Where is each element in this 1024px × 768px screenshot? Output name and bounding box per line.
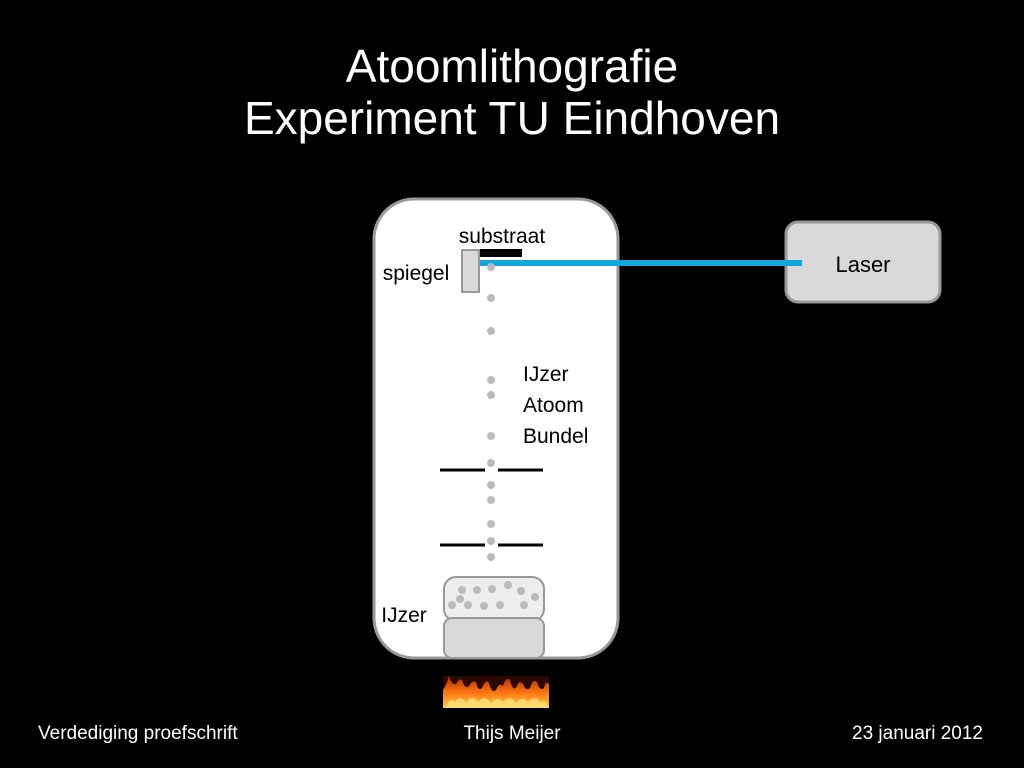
mirror	[461, 249, 480, 293]
atom-dot	[504, 581, 512, 589]
atom-dot	[487, 537, 495, 545]
spiegel-label: spiegel	[383, 262, 450, 285]
substrate	[480, 249, 522, 257]
atom-dot	[496, 601, 504, 609]
atom-dot	[487, 481, 495, 489]
laser-label: Laser	[835, 252, 890, 277]
footer-date: 23 januari 2012	[852, 723, 983, 744]
title-line-2: Experiment TU Eindhoven	[243, 92, 781, 144]
atom-dot	[487, 496, 495, 504]
atom-dot	[487, 459, 495, 467]
title-line-1: Atoomlithografie	[345, 40, 679, 92]
slide-title: Atoomlithografie Experiment TU Eindhoven	[0, 40, 1024, 144]
atom-dot	[487, 391, 495, 399]
atom-dot	[487, 553, 495, 561]
atom-beam	[487, 263, 495, 561]
flame-icon	[443, 676, 549, 708]
atom-dot	[456, 595, 464, 603]
atom-dot	[487, 263, 495, 271]
atom-dot	[487, 294, 495, 302]
source-label: IJzer	[381, 604, 427, 627]
atom-dot	[488, 585, 496, 593]
beam-label-line-1: IJzer	[523, 363, 569, 386]
footer-author: Thijs Meijer	[463, 723, 561, 744]
atom-dot	[487, 327, 495, 335]
atom-dot	[458, 586, 466, 594]
atom-dot	[517, 587, 525, 595]
footer-occasion: Verdediging proefschrift	[38, 723, 238, 744]
atom-dot	[487, 376, 495, 384]
iron-atoms-in-crucible	[448, 581, 539, 610]
atom-dot	[487, 520, 495, 528]
atom-dot	[487, 432, 495, 440]
crucible-base	[443, 617, 545, 659]
atom-dot	[464, 601, 472, 609]
beam-label-line-3: Bundel	[523, 425, 588, 448]
atom-dot	[531, 593, 539, 601]
atom-dot	[473, 586, 481, 594]
beam-label-line-2: Atoom	[523, 394, 584, 417]
atom-dot	[480, 602, 488, 610]
substraat-label: substraat	[459, 225, 546, 248]
atom-dot	[448, 601, 456, 609]
atom-dot	[520, 601, 528, 609]
